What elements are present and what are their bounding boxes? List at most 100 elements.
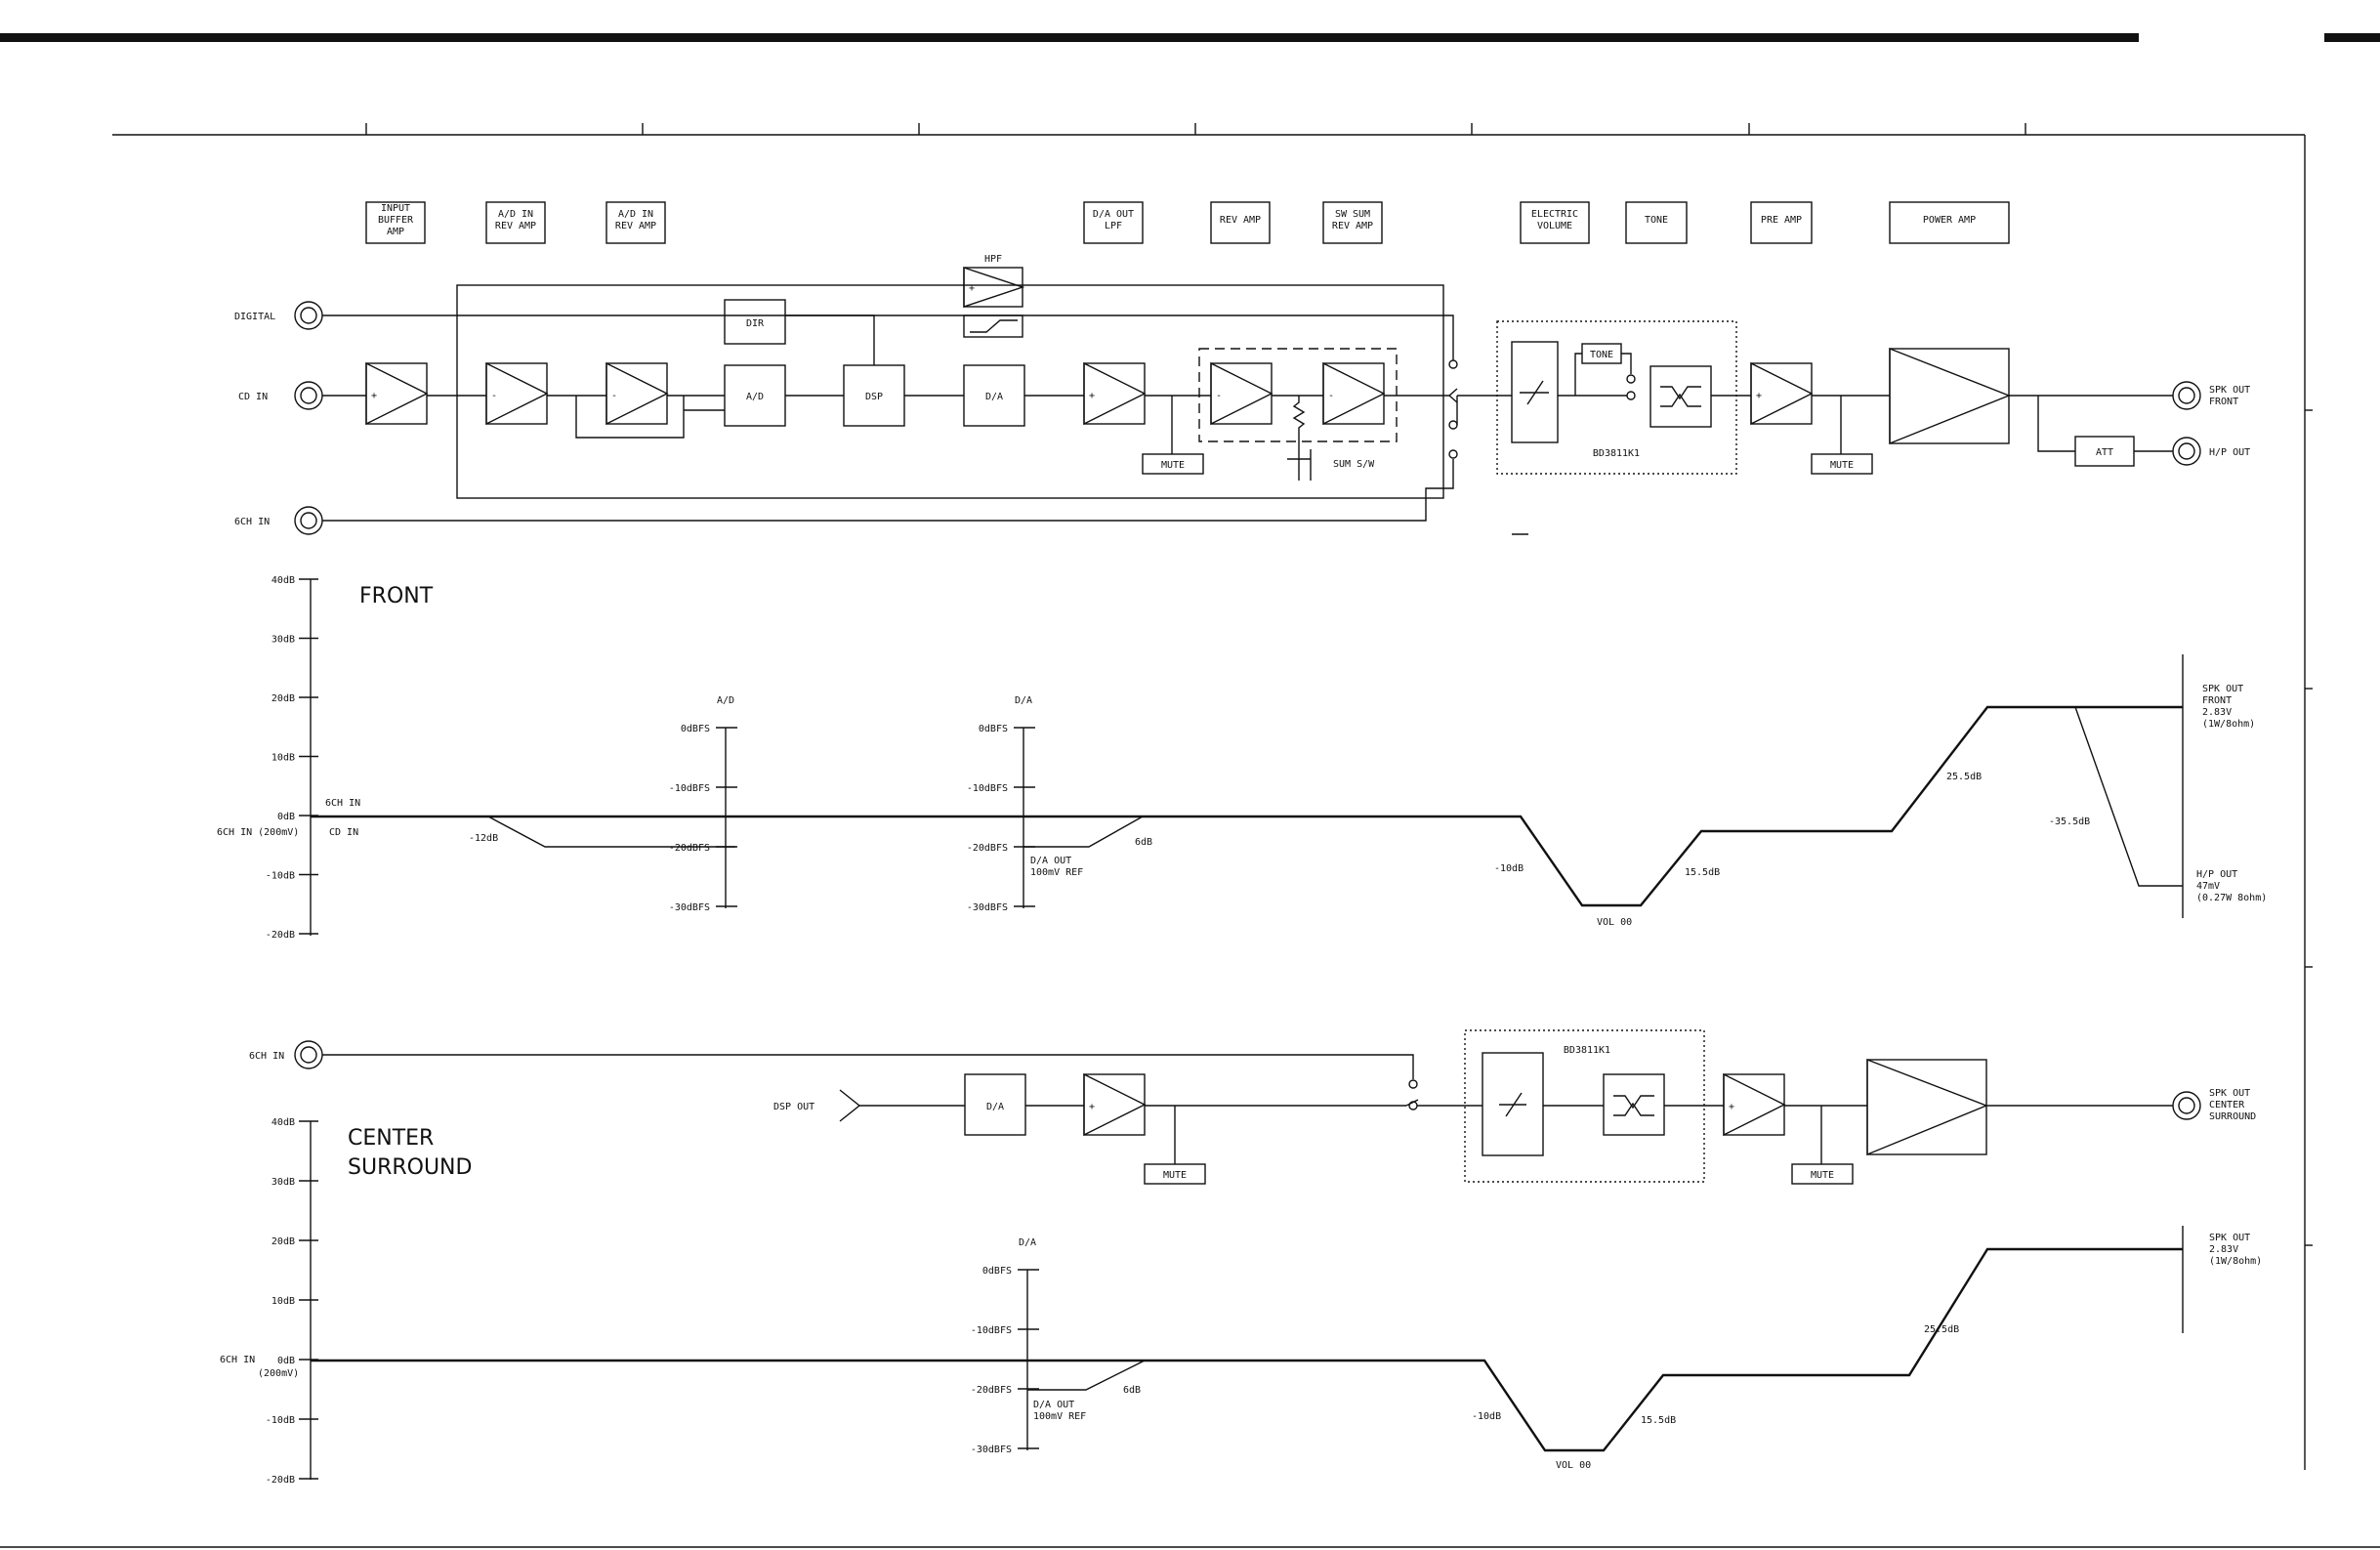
svg-text:-35.5dB: -35.5dB (2049, 817, 2090, 827)
front-cd-level-line (311, 816, 735, 848)
front-da-dbfs-scale: D/A 0dBFS -10dBFS -20dBFS -30dBFS (967, 695, 1035, 913)
sheet-frame (0, 33, 2380, 1548)
scale-tick-label: -30dBFS (669, 902, 710, 913)
svg-text:VOL 00: VOL 00 (1556, 1460, 1591, 1471)
svg-text:6CH IN: 6CH IN (325, 798, 360, 809)
svg-text:15.5dB: 15.5dB (1685, 867, 1720, 878)
scale-tick-label: 0dBFS (979, 724, 1008, 734)
digital-input-label: DIGITAL (234, 312, 275, 322)
center-da-level-line (1027, 1360, 1146, 1391)
svg-text:MUTE: MUTE (1811, 1170, 1834, 1181)
svg-text:25.5dB: 25.5dB (1946, 772, 1982, 782)
center-block-diagram: 6CH IN DSP OUT D/A + MUTE BD3811K1 (249, 1029, 2256, 1185)
center-electric-volume (1482, 1052, 1544, 1156)
axis-tick-label: 30dB (271, 635, 295, 646)
svg-text:HPF: HPF (984, 254, 1002, 265)
input-buffer-amp: + (365, 361, 429, 426)
front-level-title: FRONT (359, 584, 434, 608)
spk-out-center-jack (2172, 1091, 2201, 1120)
svg-text:D/A: D/A (986, 1102, 1004, 1112)
scale-tick-label: -20dBFS (967, 843, 1008, 854)
dir-block: DIR (724, 299, 786, 345)
hpf-block: HPF + (963, 254, 1025, 338)
center-pre-amp: + (1723, 1072, 1786, 1137)
center-mute-1: MUTE (1144, 1163, 1206, 1185)
svg-text:-: - (611, 391, 617, 401)
axis-tick-label: -20dB (266, 1475, 295, 1486)
svg-text:BD3811K1: BD3811K1 (1564, 1045, 1610, 1056)
axis-tick-label: 40dB (271, 1117, 295, 1128)
input-selector-switch (1441, 359, 1458, 459)
axis-tick-label: -10dB (266, 871, 295, 882)
scale-tick-label: -20dBFS (971, 1385, 1012, 1396)
front-da-level-line (1023, 816, 1144, 848)
axis-tick-label: 30dB (271, 1177, 295, 1188)
stage-header-label: POWER AMP (1923, 215, 1976, 226)
center-filter-block (1603, 1073, 1665, 1136)
svg-text:15.5dB: 15.5dB (1641, 1415, 1676, 1426)
six-ch-input-label: 6CH IN (234, 517, 270, 527)
svg-text:-: - (1328, 391, 1334, 401)
front-ic-label: BD3811K1 (1593, 448, 1640, 459)
ad-block: A/D (724, 364, 786, 427)
center-da-block: D/A (964, 1073, 1026, 1136)
svg-text:DSP: DSP (865, 392, 883, 402)
center-power-amp (1866, 1058, 1988, 1156)
scale-title: D/A (1019, 1237, 1036, 1248)
front-6ch-level-line (311, 705, 2183, 907)
stage-header-label: TONE (1645, 215, 1668, 226)
spk-out-front-jack (2172, 381, 2201, 410)
tone-block: TONE (1581, 343, 1622, 364)
axis-tick-label: -10dB (266, 1415, 295, 1426)
svg-text:TONE: TONE (1590, 350, 1613, 360)
axis-tick-label: 20dB (271, 1236, 295, 1247)
svg-text:VOL 00: VOL 00 (1597, 917, 1632, 928)
svg-text:+: + (1729, 1102, 1734, 1112)
rev-amp: - (1210, 361, 1274, 426)
center-six-ch-input-jack: 6CH IN (249, 1040, 323, 1069)
tone-filter-block (1649, 365, 1712, 428)
axis-tick-label: 20dB (271, 693, 295, 704)
electric-volume-block (1511, 341, 1559, 443)
svg-text:-10dB: -10dB (1494, 863, 1524, 874)
hp-out-jack: H/P OUT (2172, 437, 2250, 466)
svg-text:A/D: A/D (746, 392, 764, 402)
svg-text:25.5dB: 25.5dB (1924, 1324, 1959, 1335)
svg-text:ATT: ATT (2096, 447, 2113, 458)
svg-text:6CH IN (200mV): 6CH IN (200mV) (217, 827, 299, 838)
cd-input-jack: CD IN (238, 381, 323, 410)
svg-text:CD IN: CD IN (329, 827, 358, 838)
svg-text:6dB: 6dB (1123, 1385, 1141, 1396)
scale-tick-label: 0dBFS (982, 1266, 1012, 1277)
svg-text:+: + (1089, 1102, 1095, 1112)
scale-tick-label: -10dBFS (967, 783, 1008, 794)
ad-in-rev-amp-1: - (485, 361, 549, 426)
svg-text:6dB: 6dB (1135, 837, 1152, 848)
scale-title: D/A (1015, 695, 1032, 706)
scale-tick-label: -30dBFS (967, 902, 1008, 913)
axis-tick-label: 40dB (271, 575, 295, 586)
svg-text:-: - (491, 391, 497, 401)
svg-text:6CH IN: 6CH IN (249, 1051, 284, 1062)
svg-text:-: - (1216, 391, 1222, 401)
scale-tick-label: -30dBFS (971, 1445, 1012, 1455)
svg-text:+: + (969, 283, 975, 294)
stage-header-9: PRE AMP (1750, 201, 1813, 244)
